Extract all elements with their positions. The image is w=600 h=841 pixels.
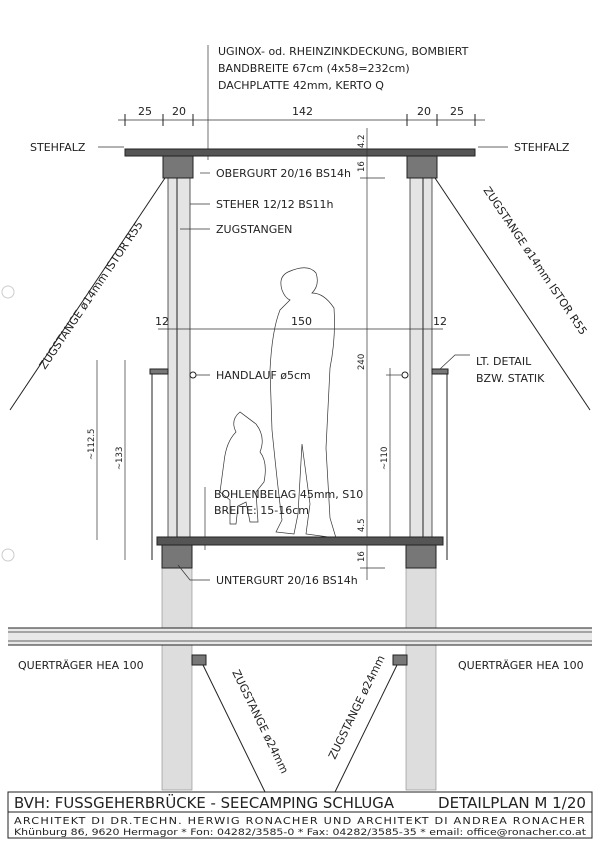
dim-rail-left-b: ~133 <box>115 447 125 470</box>
deck-planks <box>156 536 444 546</box>
title-block: BVH: FUSSGEHERBRÜCKE - SEECAMPING SCHLUG… <box>7 791 593 839</box>
label-zugstange-right: ZUGSTANGE ø14mm ISTOR R55 <box>481 184 590 337</box>
punch-hole <box>1 548 15 562</box>
label-steher: STEHER 12/12 BS11h <box>216 198 334 211</box>
label-zugstangen: ZUGSTANGEN <box>216 223 292 236</box>
label-zugstange24-right: ZUGSTANGE ø24mm <box>326 653 388 761</box>
label-bohlenbelag: BOHLENBELAG 45mm, S10 <box>214 488 363 501</box>
svg-text:150: 150 <box>291 315 312 328</box>
note-band-width: BANDBREITE 67cm (4x58=232cm) <box>218 62 410 75</box>
svg-text:12: 12 <box>155 315 169 328</box>
svg-text:25: 25 <box>138 105 152 118</box>
vertical-dimension: 4.2 16 240 4.5 16 <box>357 128 385 580</box>
svg-text:20: 20 <box>172 105 186 118</box>
svg-text:12: 12 <box>433 315 447 328</box>
svg-text:4.5: 4.5 <box>357 518 367 532</box>
roof-plate <box>124 148 476 157</box>
project-title: BVH: FUSSGEHERBRÜCKE - SEECAMPING SCHLUG… <box>14 793 395 812</box>
svg-text:16: 16 <box>357 551 367 562</box>
svg-text:4.2: 4.2 <box>357 134 367 148</box>
pier-right <box>405 567 437 791</box>
handrail-left <box>149 368 210 560</box>
bottom-chord-left <box>161 544 193 569</box>
width-dimension: 12 150 12 <box>155 315 447 330</box>
label-untergurt: UNTERGURT 20/16 BS14h <box>216 574 358 587</box>
punch-hole <box>1 285 15 299</box>
label-breite: BREITE: 15-16cm <box>214 504 309 517</box>
dim-rail-left-a: ~112.5 <box>87 429 97 460</box>
svg-text:25: 25 <box>450 105 464 118</box>
tension-rod-right <box>434 177 591 411</box>
label-detail-2: BZW. STATIK <box>476 372 545 385</box>
svg-text:240: 240 <box>357 354 367 370</box>
note-roof-plate: DACHPLATTE 42mm, KERTO Q <box>218 79 384 92</box>
svg-text:16: 16 <box>357 161 367 172</box>
dim-rail-right: ~110 <box>380 447 390 470</box>
lower-rod-right <box>334 664 398 793</box>
handrail-right <box>386 354 470 560</box>
label-stehfalz-right: STEHFALZ <box>514 141 570 154</box>
pier-left <box>161 567 193 791</box>
label-zugstange-left: ZUGSTANGE ø14mm ISTOR R55 <box>37 219 146 372</box>
label-stehfalz-left: STEHFALZ <box>30 141 86 154</box>
person-figures <box>219 267 337 539</box>
svg-text:142: 142 <box>292 105 313 118</box>
cross-beam-hea100 <box>8 627 592 646</box>
label-quertraeger-right: QUERTRÄGER HEA 100 <box>458 659 584 672</box>
top-chord-left <box>162 155 194 179</box>
bottom-chord-right <box>405 544 437 569</box>
label-zugstange24-left: ZUGSTANGE ø24mm <box>229 668 291 776</box>
post-right <box>409 177 433 539</box>
top-chord-right <box>406 155 438 179</box>
post-left <box>167 177 191 539</box>
label-quertraeger-left: QUERTRÄGER HEA 100 <box>18 659 144 672</box>
note-roofing: UGINOX- od. RHEINZINKDECKUNG, BOMBIERT <box>218 45 469 58</box>
label-handlauf: HANDLAUF ø5cm <box>216 369 311 382</box>
svg-text:20: 20 <box>417 105 431 118</box>
address: Khünburg 86, 9620 Hermagor * Fon: 04282/… <box>14 828 587 838</box>
lower-rod-left <box>202 664 266 793</box>
architects: ARCHITEKT DI DR.TECHN. HERWIG RONACHER U… <box>14 816 586 827</box>
label-detail-1: LT. DETAIL <box>476 355 532 368</box>
plan-title: DETAILPLAN M 1/20 <box>438 794 586 812</box>
top-dimension: 25 20 142 20 25 <box>118 105 485 126</box>
tension-rod-left <box>9 177 166 411</box>
label-obergurt: OBERGURT 20/16 BS14h <box>216 167 351 180</box>
